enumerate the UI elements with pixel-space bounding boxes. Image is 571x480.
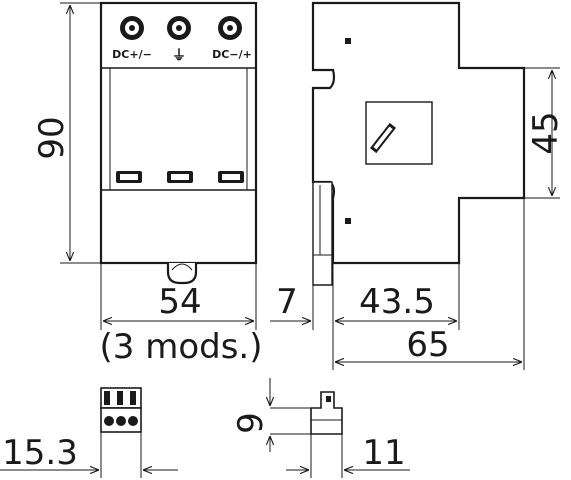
rail-offset-dimension-label: 7: [276, 282, 298, 322]
total-depth-dimension-label: 65: [406, 325, 449, 365]
status-window-1: [116, 171, 142, 183]
rail-height-dimension-label: 45: [526, 111, 566, 154]
status-window-3: [218, 171, 244, 183]
depth-dimension-label: 43.5: [359, 282, 435, 322]
terminal-screw-2: [167, 16, 191, 40]
plug-width-dimension-label: 15.3: [2, 433, 78, 473]
plug-height-dimension-label: 9: [231, 412, 271, 434]
terminal-label-3: DC−/+: [212, 48, 252, 61]
plug-front-view: 15.3: [0, 387, 178, 478]
terminal-label-ground: ⏚: [172, 48, 186, 64]
product-label-print: [369, 122, 397, 154]
side-view: 45 7 43.5 65: [270, 1, 566, 370]
terminal-label-1: DC+/−: [112, 48, 152, 61]
terminal-screw-1: [120, 16, 144, 40]
width-note-label: (3 mods.): [100, 327, 263, 367]
status-window-2: [167, 171, 193, 183]
din-latch: [166, 263, 198, 285]
terminal-screw-3: [218, 16, 242, 40]
plug-depth-dimension-label: 11: [362, 433, 405, 473]
front-view: DC+/− ⏚ DC−/+ 90 54 (3 mods.): [32, 1, 263, 367]
rail-clip: [312, 181, 333, 286]
plug-side-view: 9 11: [231, 378, 410, 478]
product-label-area: [365, 101, 433, 165]
height-dimension-label: 90: [32, 116, 72, 159]
width-dimension-label: 54: [158, 282, 201, 322]
front-housing-outline: [99, 1, 258, 265]
